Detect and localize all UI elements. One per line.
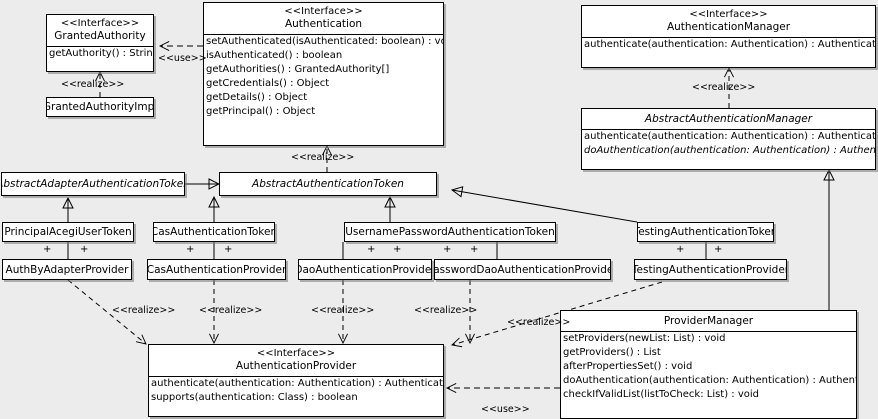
class-name: ProviderManager	[663, 315, 754, 327]
operation: isAuthenticated() : boolean	[206, 50, 343, 61]
class-header: <<Interface>> AuthenticationManager	[582, 6, 875, 37]
association-adornment-plus: +	[224, 244, 233, 255]
class-name: CasAuthenticationProvider	[147, 263, 286, 276]
relationship-label-realize-daoauthenticationprovider: <<realize>>	[311, 305, 375, 316]
relationship-label-realize-grantedauthorityimpl: <<realize>>	[61, 79, 125, 90]
class-name: AuthenticationProvider	[235, 360, 357, 372]
association-adornment-plus: +	[393, 244, 402, 255]
operation: authenticate(authentication: Authenticat…	[584, 131, 876, 142]
class-name: CasAuthenticationToken	[153, 226, 275, 238]
relationship-label-realize-authbyadapterprovider: <<realize>>	[112, 305, 176, 316]
operation: authenticate(authentication: Authenticat…	[584, 39, 876, 50]
class-name: DaoAuthenticationProvider	[298, 263, 432, 276]
class-password-dao-authentication-provider[interactable]: PasswordDaoAuthenticationProvider	[434, 259, 611, 280]
association-adornment-plus: +	[470, 244, 479, 255]
operation: authenticate(authentication: Authenticat…	[151, 378, 444, 389]
relationship-label-realize-passworddaoauthenticationprovider: <<realize>>	[414, 305, 478, 316]
class-provider-manager[interactable]: ProviderManager setProviders(newList: Li…	[560, 310, 857, 419]
relationship-label-realize-casauthenticationprovider: <<realize>>	[199, 305, 263, 316]
class-abstract-authentication-manager[interactable]: AbstractAuthenticationManager authentica…	[581, 108, 876, 170]
association-adornment-plus: +	[186, 244, 195, 255]
stereotype-label: <<Interface>>	[689, 9, 768, 20]
operation: checkIfValidList(listToCheck: List) : vo…	[563, 389, 760, 400]
class-name: GrantedAuthority	[54, 30, 146, 42]
stereotype-label: <<Interface>>	[284, 6, 363, 17]
class-authentication[interactable]: <<Interface>> Authentication setAuthenti…	[203, 2, 444, 146]
operation: setAuthenticated(isAuthenticated: boolea…	[206, 36, 444, 47]
class-granted-authority[interactable]: <<Interface>> GrantedAuthority getAuthor…	[46, 14, 154, 72]
operations-compartment: setAuthenticated(isAuthenticated: boolea…	[204, 34, 443, 119]
class-testing-authentication-token[interactable]: TestingAuthenticationToken	[637, 222, 774, 242]
relationship-label-use-authentication-grantedauthority: <<use>>	[158, 53, 207, 64]
class-abstract-authentication-token[interactable]: AbstractAuthenticationToken	[219, 172, 437, 196]
class-name: TestingAuthenticationToken	[637, 226, 774, 238]
stereotype-label: <<Interface>>	[256, 348, 336, 359]
class-header: ProviderManager	[561, 311, 856, 331]
class-authentication-provider[interactable]: <<Interface>> AuthenticationProvider aut…	[148, 344, 444, 417]
operation: getAuthorities() : GrantedAuthority[]	[206, 64, 390, 75]
operation: getProviders() : List	[563, 347, 661, 358]
class-name: AbstractAuthenticationManager	[644, 113, 813, 125]
operation: getAuthority() : String	[49, 48, 154, 59]
class-username-password-authentication-token[interactable]: UsernamePasswordAuthenticationToken	[344, 222, 556, 242]
association-adornment-plus: +	[714, 244, 723, 255]
operation: afterPropertiesSet() : void	[563, 361, 693, 372]
class-name: Authentication	[284, 18, 363, 30]
operation: doAuthentication(authentication: Authent…	[584, 145, 876, 156]
operation: getCredentials() : Object	[206, 78, 330, 89]
class-name: AuthByAdapterProvider	[5, 263, 129, 276]
class-name: GrantedAuthorityImpl	[46, 101, 154, 113]
class-testing-authentication-provider[interactable]: TestingAuthenticationProvider	[634, 259, 787, 280]
class-header: <<Interface>> Authentication	[204, 3, 443, 34]
relationship-label-realize-abstractauthenticationtoken: <<realize>>	[291, 152, 355, 163]
class-abstract-adapter-authentication-token[interactable]: AbstractAdapterAuthenticationToken	[1, 172, 185, 196]
class-cas-authentication-provider[interactable]: CasAuthenticationProvider	[147, 259, 286, 280]
class-name: PasswordDaoAuthenticationProvider	[434, 263, 611, 276]
class-granted-authority-impl[interactable]: GrantedAuthorityImpl	[46, 97, 154, 117]
class-name: PrincipalAcegiUserToken	[4, 226, 132, 238]
class-dao-authentication-provider[interactable]: DaoAuthenticationProvider	[298, 259, 432, 280]
operations-compartment: setProviders(newList: List) : void getPr…	[561, 331, 856, 402]
stereotype-label: <<Interface>>	[60, 18, 140, 29]
operation: setProviders(newList: List) : void	[563, 333, 726, 344]
relationship-label-use-providermanager: <<use>>	[481, 404, 530, 415]
class-auth-by-adapter-provider[interactable]: AuthByAdapterProvider	[2, 259, 132, 280]
class-header: AbstractAuthenticationManager	[582, 109, 875, 129]
association-adornment-plus: +	[443, 244, 452, 255]
class-name: TestingAuthenticationProvider	[634, 263, 787, 276]
relationship-label-realize-abstractauthenticationmanager: <<realize>>	[692, 82, 756, 93]
association-adornment-plus: +	[676, 244, 685, 255]
operations-compartment: authenticate(authentication: Authenticat…	[582, 37, 875, 52]
class-header: <<Interface>> AuthenticationProvider	[149, 345, 443, 376]
association-adornment-plus: +	[80, 244, 89, 255]
operations-compartment: authenticate(authentication: Authenticat…	[582, 129, 875, 158]
class-cas-authentication-token[interactable]: CasAuthenticationToken	[153, 222, 275, 242]
operation: supports(authentication: Class) : boolea…	[151, 392, 358, 403]
class-name: UsernamePasswordAuthenticationToken	[345, 226, 555, 238]
operation: getDetails() : Object	[206, 92, 308, 103]
operation: getPrincipal() : Object	[206, 106, 316, 117]
class-principal-acegi-user-token[interactable]: PrincipalAcegiUserToken	[2, 222, 134, 242]
operation: doAuthentication(authentication: Authent…	[563, 375, 857, 386]
association-adornment-plus: +	[43, 244, 52, 255]
class-name: AbstractAuthenticationToken	[252, 178, 404, 190]
class-name: AuthenticationManager	[666, 21, 791, 33]
class-header: <<Interface>> GrantedAuthority	[47, 15, 153, 46]
association-adornment-plus: +	[367, 244, 376, 255]
operations-compartment: authenticate(authentication: Authenticat…	[149, 376, 443, 405]
relationship-label-realize-testingauthenticationprovider: <<realize>>	[507, 317, 571, 328]
operations-compartment: getAuthority() : String	[47, 46, 153, 61]
class-name: AbstractAdapterAuthenticationToken	[1, 178, 185, 190]
class-authentication-manager[interactable]: <<Interface>> AuthenticationManager auth…	[581, 5, 876, 68]
